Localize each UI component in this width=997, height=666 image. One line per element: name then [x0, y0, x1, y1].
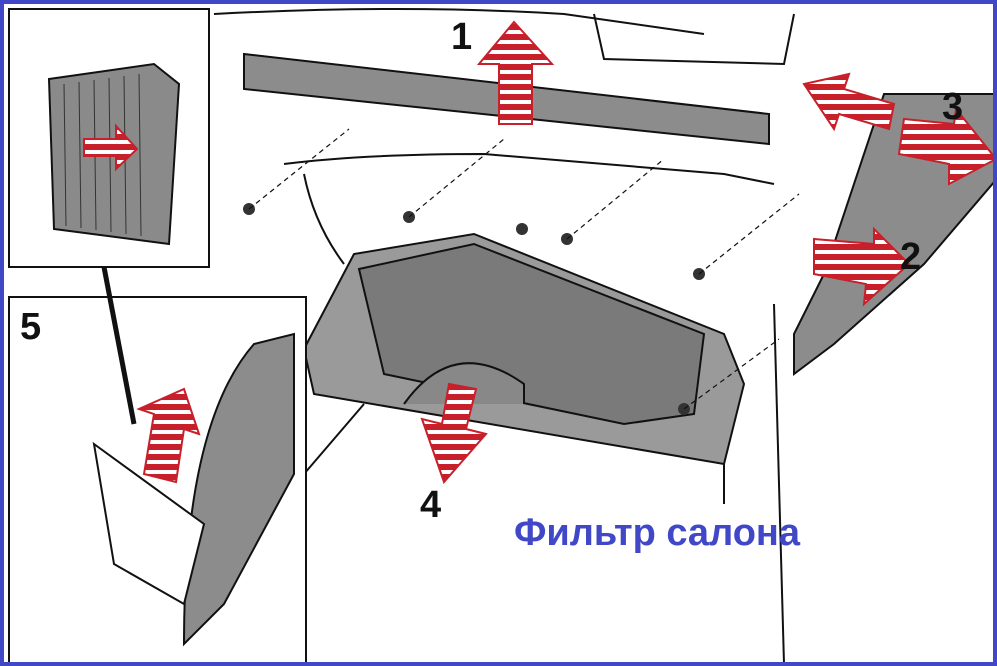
arrow-2	[813, 226, 911, 307]
arrow-4	[420, 382, 488, 484]
step-label-2: 2	[900, 236, 922, 278]
step-label-3: 3	[942, 86, 964, 128]
glovebox	[302, 232, 746, 466]
arrow-5	[136, 387, 201, 484]
arrow-3b	[897, 106, 993, 186]
step-label-1: 1	[451, 16, 473, 58]
step-label-5: 5	[20, 306, 42, 348]
arrow-filter	[83, 123, 139, 172]
arrow-1	[476, 20, 555, 125]
diagram-title: Фильтр салона	[514, 512, 801, 554]
arrow-3a	[802, 72, 896, 132]
glovebox-removal-illustration	[8, 8, 993, 662]
step-label-4: 4	[420, 484, 442, 526]
side-panel	[793, 93, 993, 376]
